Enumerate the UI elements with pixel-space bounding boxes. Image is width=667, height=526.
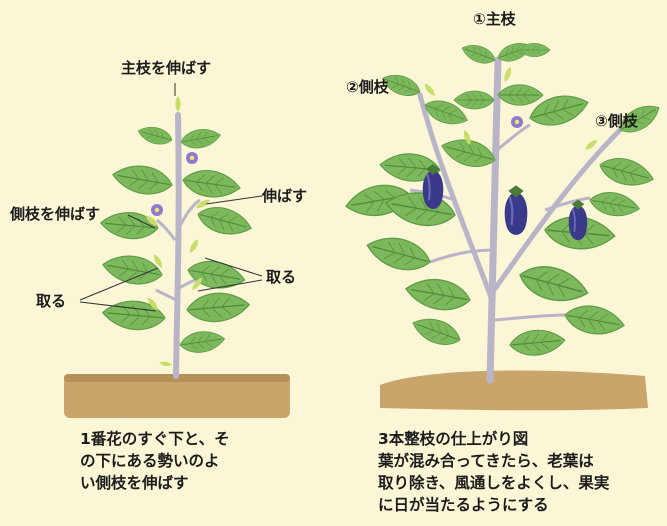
right-caption-line: 3本整枝の仕上がり図 [378, 430, 529, 448]
left-soil [64, 374, 290, 418]
right-caption-line: 取り除き、風通しをよくし、果実 [378, 474, 610, 492]
right-soil [380, 370, 648, 411]
left-caption: 1番花のすぐ下と、そ の下にある勢いのよ い側枝を伸ばす [80, 428, 230, 494]
left-caption-line: の下にある勢いのよ [80, 452, 220, 470]
label-side-branch-3: ③側枝 [595, 112, 638, 130]
label-remove-right: 取る [266, 268, 297, 286]
label-side-branch-2: ②側枝 [346, 78, 389, 96]
label-main-branch: ①主枝 [473, 10, 516, 28]
left-caption-line: 1番花のすぐ下と、そ [80, 430, 230, 448]
label-extend-main-branch: 主枝を伸ばす [121, 59, 212, 77]
right-caption-line: に日が当たるようにする [378, 496, 549, 514]
label-extend: 伸ばす [262, 187, 308, 205]
right-plant [342, 38, 665, 411]
right-caption: 3本整枝の仕上がり図 葉が混み合ってきたら、老葉は 取り除き、風通しをよくし、果… [378, 428, 609, 516]
label-remove-left: 取る [36, 292, 67, 310]
left-plant [64, 83, 290, 418]
left-caption-line: い側枝を伸ばす [80, 474, 189, 492]
right-caption-line: 葉が混み合ってきたら、老葉は [378, 452, 594, 470]
label-extend-side-branch: 側枝を伸ばす [10, 205, 101, 223]
